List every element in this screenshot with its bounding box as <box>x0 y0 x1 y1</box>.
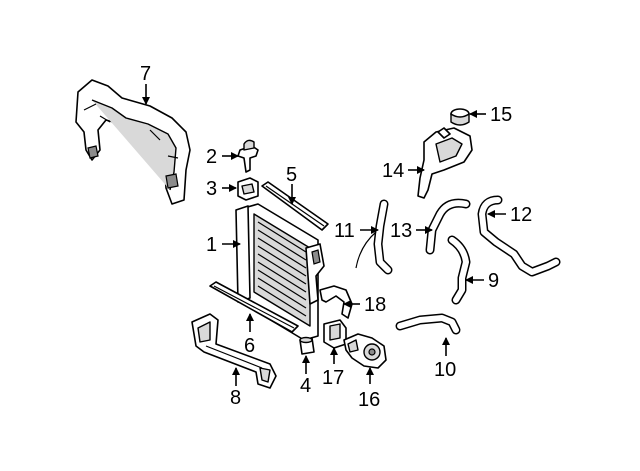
lower-seal-part[interactable] <box>209 281 299 333</box>
callout-10: 10 <box>434 359 456 381</box>
callout-2: 2 <box>206 146 217 168</box>
callout-9: 9 <box>488 270 499 292</box>
callout-15: 15 <box>490 104 512 126</box>
small-hose-part[interactable] <box>355 199 393 275</box>
reservoir-cap-part[interactable] <box>450 108 470 126</box>
callout-8: 8 <box>230 387 241 409</box>
callout-12: 12 <box>510 204 532 226</box>
callout-18: 18 <box>364 294 386 316</box>
callout-3: 3 <box>206 178 217 200</box>
coolant-reservoir-part[interactable] <box>417 127 473 199</box>
seal-strip-part[interactable] <box>261 181 329 231</box>
upper-shroud-part[interactable] <box>75 79 191 205</box>
mounting-bracket-part[interactable] <box>319 285 353 319</box>
callout-13: 13 <box>390 220 412 242</box>
grommet-part[interactable] <box>299 336 315 355</box>
callout-11: 11 <box>334 220 355 242</box>
radiator-part[interactable] <box>235 203 325 341</box>
clip-part[interactable] <box>237 139 259 173</box>
callout-5: 5 <box>286 164 297 186</box>
callout-6: 6 <box>244 335 255 357</box>
upper-hose-part[interactable] <box>425 198 471 255</box>
sensor-bracket-part[interactable] <box>323 319 347 349</box>
long-hose-part[interactable] <box>477 195 561 277</box>
callout-17: 17 <box>322 367 344 389</box>
lower-hose-part[interactable] <box>395 313 461 335</box>
lower-bracket-part[interactable] <box>191 313 277 389</box>
callout-1: 1 <box>206 234 217 256</box>
callout-4: 4 <box>300 375 311 397</box>
leader-lines <box>142 84 506 386</box>
callout-7: 7 <box>140 63 151 85</box>
callout-16: 16 <box>358 389 380 411</box>
radiator-hose-part[interactable] <box>447 235 471 305</box>
callout-14: 14 <box>382 160 404 182</box>
callout-labels: 7 2 3 5 1 6 8 4 17 16 18 11 13 12 9 10 1… <box>140 63 532 411</box>
water-pump-part[interactable] <box>343 333 387 369</box>
mount-bushing-part[interactable] <box>237 177 259 201</box>
